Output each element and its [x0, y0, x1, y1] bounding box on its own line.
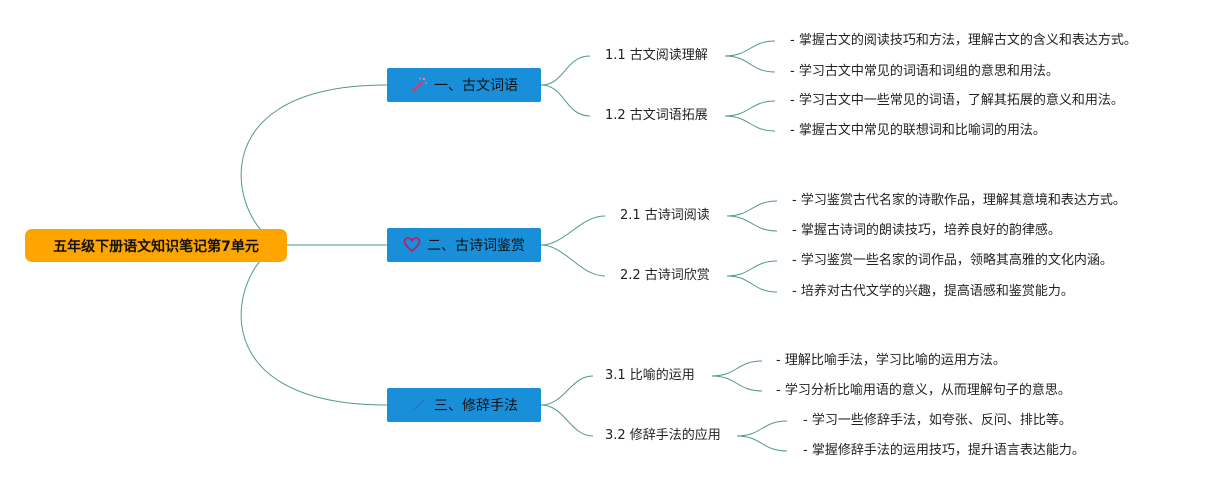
connector-sub-1-2-leaf-1: [724, 100, 776, 117]
leaf-item[interactable]: - 学习鉴赏一些名家的词作品，领略其高雅的文化内涵。: [792, 253, 1113, 268]
topic-node-1[interactable]: 一、古文词语: [387, 68, 541, 102]
topic-node-2[interactable]: 二、古诗词鉴赏: [387, 228, 541, 262]
subtopic-1-2[interactable]: 1.2 古文词语拓展: [605, 108, 708, 123]
connector-root-topic-3: [240, 244, 388, 406]
topic-label: 三、修辞手法: [434, 398, 518, 414]
connector-sub-2-2-leaf-1: [726, 260, 778, 277]
connector-sub-2-2-leaf-2: [726, 275, 778, 293]
connector-sub-1-2-leaf-2: [724, 115, 776, 132]
leaf-item[interactable]: - 掌握古文的阅读技巧和方法，理解古文的含义和表达方式。: [790, 33, 1137, 48]
connector-topic-1-sub-1: [540, 55, 591, 86]
connector-sub-1-1-leaf-2: [724, 55, 776, 73]
connector-topic-2-sub-1: [540, 215, 606, 246]
connector-sub-3-2-leaf-1: [736, 420, 788, 437]
root-label: 五年级下册语文知识笔记第7单元: [53, 238, 259, 255]
subtopic-2-2[interactable]: 2.2 古诗词欣赏: [620, 268, 710, 283]
connector-topic-2-sub-2: [540, 244, 606, 277]
pencil-icon: [410, 396, 428, 414]
topic-label: 二、古诗词鉴赏: [427, 238, 525, 254]
connector-topic-3-sub-1: [540, 375, 594, 406]
connector-sub-2-1-leaf-1: [726, 200, 778, 217]
topic-node-3[interactable]: 三、修辞手法: [387, 388, 541, 422]
leaf-item[interactable]: - 学习古文中一些常见的词语，了解其拓展的意义和用法。: [790, 93, 1124, 108]
connector-sub-1-1-leaf-1: [724, 40, 776, 57]
subtopic-1-1[interactable]: 1.1 古文阅读理解: [605, 48, 708, 63]
connector-sub-3-2-leaf-2: [736, 435, 788, 452]
connector-root-topic-1: [240, 84, 388, 246]
connector-topic-3-sub-2: [540, 404, 594, 437]
connector-sub-2-1-leaf-2: [726, 215, 778, 232]
leaf-item[interactable]: - 掌握古文中常见的联想词和比喻词的用法。: [790, 123, 1046, 138]
subtopic-3-2[interactable]: 3.2 修辞手法的应用: [605, 428, 721, 443]
leaf-item[interactable]: - 掌握修辞手法的运用技巧，提升语言表达能力。: [803, 443, 1085, 458]
subtopic-2-1[interactable]: 2.1 古诗词阅读: [620, 208, 710, 223]
subtopic-3-1[interactable]: 3.1 比喻的运用: [605, 368, 695, 383]
topic-label: 一、古文词语: [434, 78, 518, 94]
leaf-item[interactable]: - 培养对古代文学的兴趣，提高语感和鉴赏能力。: [792, 284, 1074, 299]
connector-sub-3-1-leaf-1: [711, 360, 763, 377]
leaf-item[interactable]: - 学习一些修辞手法，如夸张、反问、排比等。: [803, 413, 1072, 428]
root-node[interactable]: 五年级下册语文知识笔记第7单元: [25, 229, 287, 262]
leaf-item[interactable]: - 理解比喻手法，学习比喻的运用方法。: [776, 353, 1006, 368]
leaf-item[interactable]: - 学习分析比喻用语的意义，从而理解句子的意思。: [776, 383, 1071, 398]
connector-sub-3-1-leaf-2: [711, 375, 763, 392]
leaf-item[interactable]: - 学习鉴赏古代名家的诗歌作品，理解其意境和表达方式。: [792, 193, 1126, 208]
leaf-item[interactable]: - 学习古文中常见的词语和词组的意思和用法。: [790, 64, 1059, 79]
connector-topic-1-sub-2: [540, 84, 591, 117]
leaf-item[interactable]: - 掌握古诗词的朗读技巧，培养良好的韵律感。: [792, 223, 1061, 238]
heart-icon: [403, 236, 421, 254]
magic-wand-icon: [410, 76, 428, 94]
